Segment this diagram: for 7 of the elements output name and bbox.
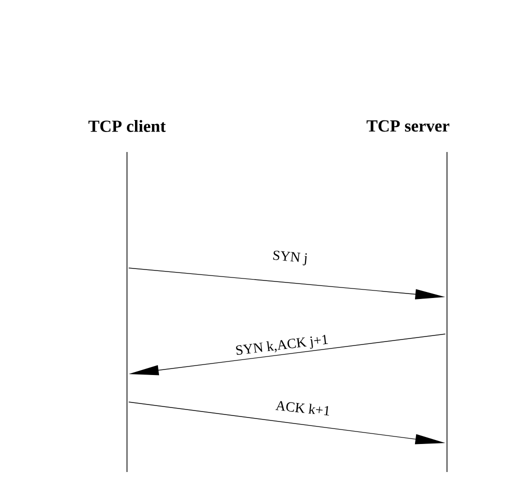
lifeline xyxy=(446,152,448,472)
edge-label: ACK k+1 xyxy=(275,401,329,416)
lifeline-heading: TCP server xyxy=(366,120,450,132)
edge-label: SYN k,ACK j+1 xyxy=(236,334,328,355)
lifeline-heading: TCP client xyxy=(88,120,166,132)
lifeline xyxy=(126,152,128,472)
edge-label: SYN j xyxy=(273,250,307,266)
